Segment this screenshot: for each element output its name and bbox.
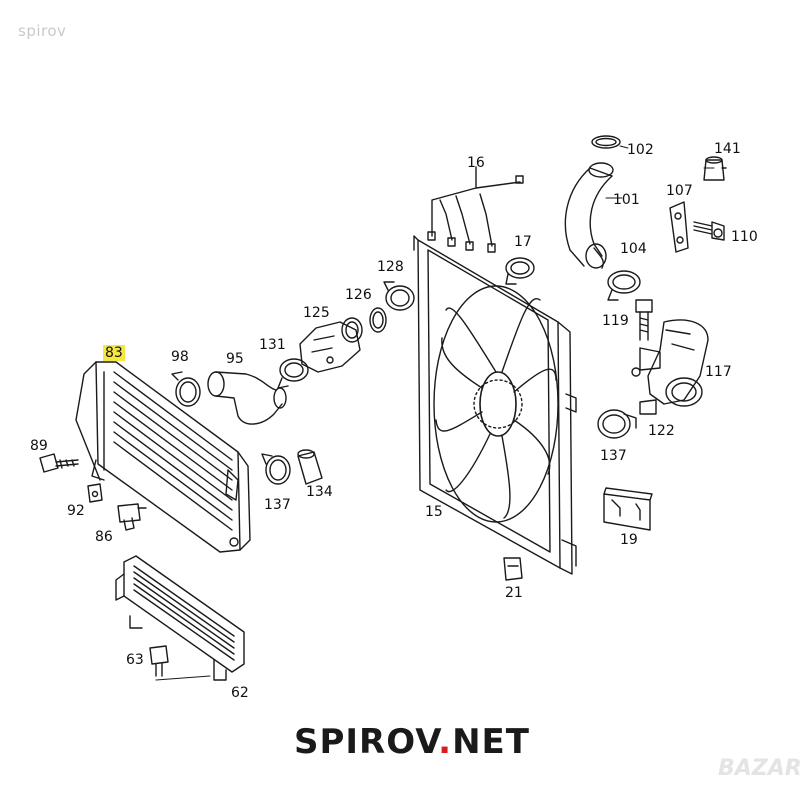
callout-98: 98 xyxy=(171,349,189,365)
bolt-89 xyxy=(39,453,79,473)
callout-117: 117 xyxy=(705,364,732,380)
bracket-107 xyxy=(669,201,689,253)
callout-63: 63 xyxy=(126,652,144,668)
callout-16: 16 xyxy=(467,155,485,171)
callout-128: 128 xyxy=(377,259,404,275)
callout-95: 95 xyxy=(226,351,244,367)
clamp-104 xyxy=(607,270,641,301)
callout-134: 134 xyxy=(306,484,333,500)
callout-83: 83 xyxy=(103,345,125,361)
callout-122: 122 xyxy=(648,423,675,439)
brand-separator: . xyxy=(438,722,453,762)
wiring-harness-16 xyxy=(427,166,524,253)
bracket-19 xyxy=(603,487,653,531)
fan-blades xyxy=(433,285,559,523)
oil-cooler-62 xyxy=(115,555,245,681)
callout-131: 131 xyxy=(259,337,286,353)
clip-92 xyxy=(87,483,103,503)
callout-104: 104 xyxy=(620,241,647,257)
callout-17: 17 xyxy=(514,234,532,250)
callout-15: 15 xyxy=(425,504,443,520)
clip-21 xyxy=(503,557,523,581)
callout-110: 110 xyxy=(731,229,758,245)
fan-shroud-15 xyxy=(413,235,577,575)
clamp-137-left xyxy=(261,453,291,485)
pipe-117 xyxy=(631,319,709,407)
watermark-top: spirov xyxy=(18,22,67,40)
callout-107: 107 xyxy=(666,183,693,199)
callout-119: 119 xyxy=(602,313,629,329)
clamp-128 xyxy=(383,281,415,311)
callout-19: 19 xyxy=(620,532,638,548)
brand-logo: SPIROV.NET xyxy=(294,722,530,762)
callout-89: 89 xyxy=(30,438,48,454)
clamp-17 xyxy=(505,257,535,285)
bolt-110 xyxy=(693,221,725,241)
clamp-131 xyxy=(277,358,309,389)
adapter-125 xyxy=(299,317,363,373)
callout-126: 126 xyxy=(345,287,372,303)
clamp-137-right xyxy=(597,409,637,439)
brand-left: SPIROV xyxy=(294,722,439,762)
callout-92: 92 xyxy=(67,503,85,519)
leader-lines xyxy=(605,145,715,199)
callout-137-right: 137 xyxy=(600,448,627,464)
bushing-141 xyxy=(703,156,727,181)
callout-137-left: 137 xyxy=(264,497,291,513)
callout-62: 62 xyxy=(231,685,249,701)
bolt-119 xyxy=(635,299,653,341)
watermark-bottom-right: BAZAR xyxy=(718,756,800,781)
sensor-86 xyxy=(117,503,147,531)
o-ring-126 xyxy=(369,307,387,333)
bolt-63 xyxy=(149,645,211,681)
callout-102: 102 xyxy=(627,142,654,158)
callout-86: 86 xyxy=(95,529,113,545)
hose-134 xyxy=(297,449,323,485)
callout-21: 21 xyxy=(505,585,523,601)
callout-101: 101 xyxy=(613,192,640,208)
brand-right: NET xyxy=(452,722,530,762)
callout-125: 125 xyxy=(303,305,330,321)
clip-122 xyxy=(639,399,657,415)
callout-141: 141 xyxy=(714,141,741,157)
hose-101 xyxy=(564,135,621,269)
clamp-98 xyxy=(171,371,201,407)
hose-95 xyxy=(207,371,287,425)
intercooler-83 xyxy=(75,361,251,553)
